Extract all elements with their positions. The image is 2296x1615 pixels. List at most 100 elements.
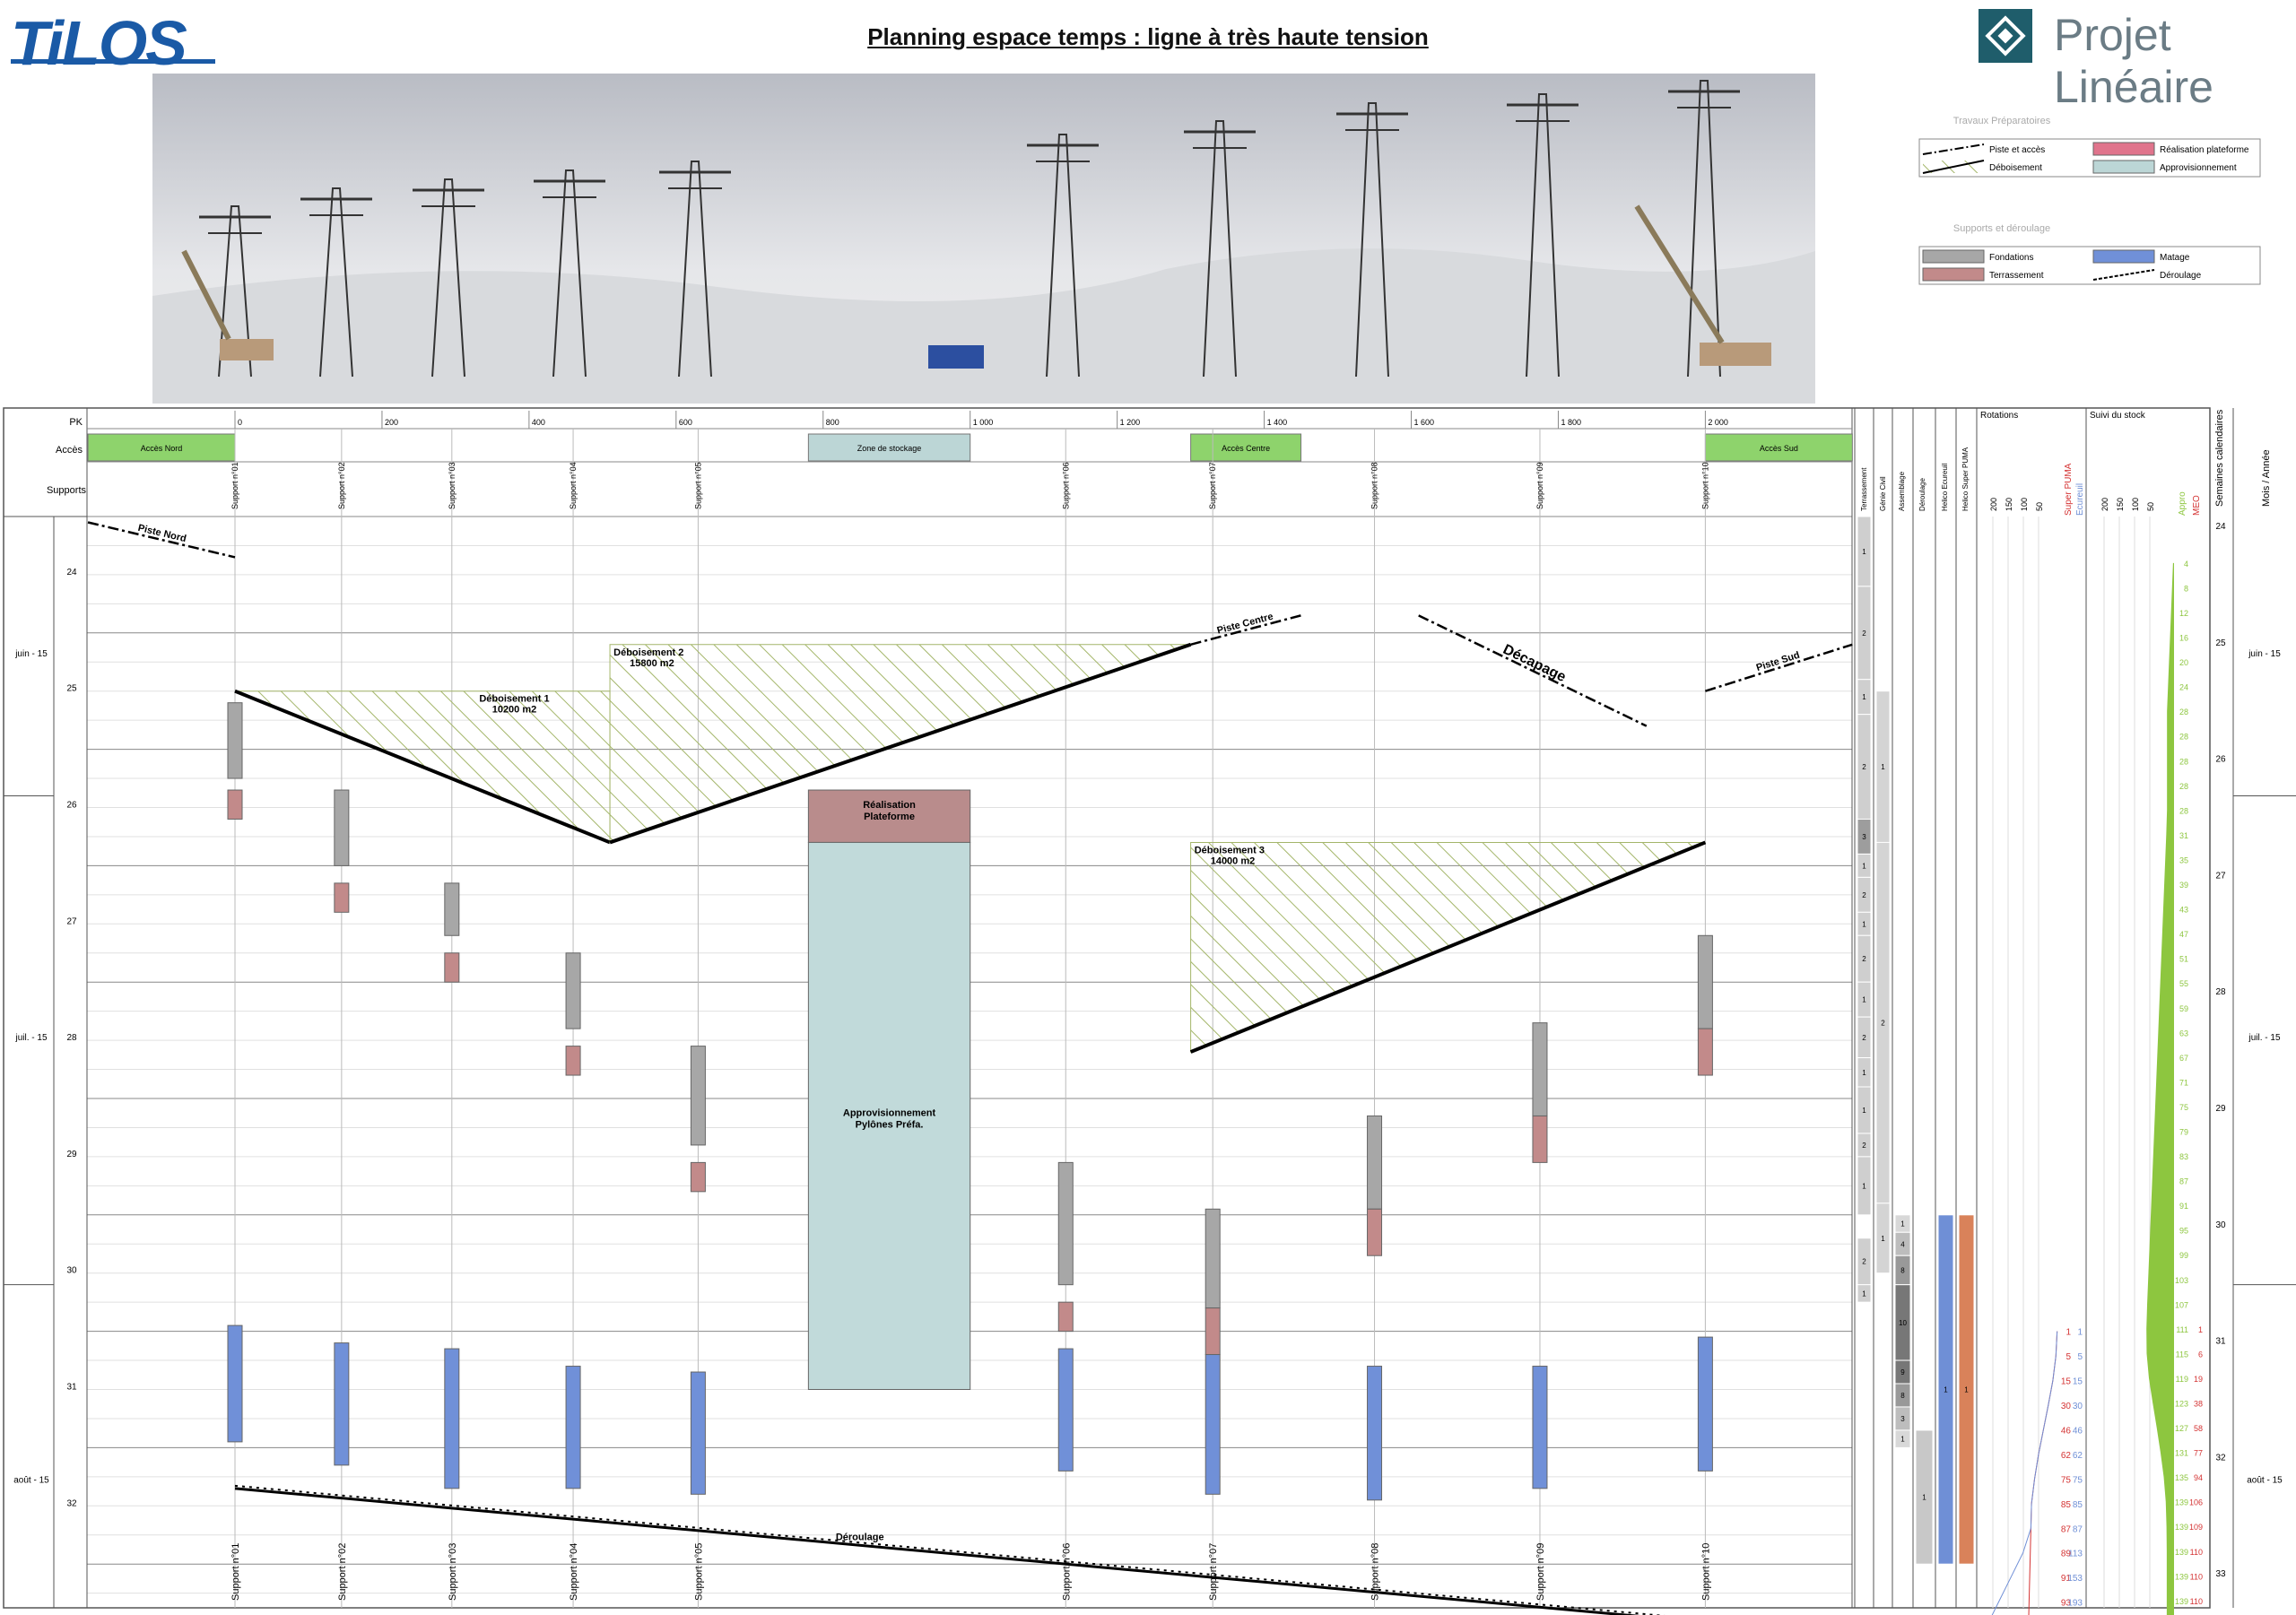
- pylon-leg-4: [552, 169, 587, 378]
- stock-appro-28: 95: [2179, 1227, 2188, 1236]
- pk-tick-label-0: 0: [238, 418, 242, 427]
- stock-tick-50: 50: [2146, 502, 2155, 511]
- legend-supports-matage-label: Matage: [2160, 253, 2190, 263]
- acces-zone-label-acces-nord: Accès Nord: [141, 444, 183, 453]
- week-label-right-27: 27: [2215, 871, 2226, 881]
- stock-appro-30: 103: [2175, 1276, 2188, 1285]
- support-footer-support-n-04: Support n°04: [569, 1543, 579, 1601]
- pylon-leg-10: [1687, 80, 1721, 378]
- pylon-leg-5: [678, 161, 712, 378]
- resource-col-header-assemblage: Assemblage: [1898, 471, 1906, 511]
- rotations-puma-8: 85: [2061, 1500, 2072, 1510]
- matage-bar-support-n-06: [1057, 1348, 1074, 1472]
- terrassement-value-15: 1: [1862, 1182, 1866, 1190]
- week-label-30: 30: [66, 1266, 77, 1276]
- terrassement-bar-support-n-09: [1532, 1115, 1548, 1163]
- assemblage-value-6: 8: [1900, 1392, 1905, 1400]
- pylon-leg-8: [1355, 102, 1389, 378]
- stock-area: [2146, 562, 2174, 1615]
- legend-travaux-piste-et-acces-label: Piste et accès: [1989, 145, 2045, 155]
- stock-meo-6: 77: [2194, 1449, 2203, 1458]
- pk-tick-label-1-200: 1 200: [1120, 418, 1141, 427]
- rotations-ecureuil-7: 75: [2073, 1475, 2083, 1485]
- crane-left-arm: [181, 249, 231, 341]
- piste-decapage: [1418, 614, 1648, 727]
- terrassement-bar-support-n-08: [1367, 1208, 1383, 1256]
- stock-appro-24: 79: [2179, 1127, 2188, 1136]
- stock-appro-12: 31: [2179, 831, 2188, 840]
- legend-supports-fondations-swatch: [1922, 249, 1985, 264]
- support-footer-support-n-05: Support n°05: [693, 1543, 704, 1601]
- stock-appro-6: 24: [2179, 683, 2188, 692]
- resource-col-header-deroulage: Déroulage: [1918, 478, 1926, 511]
- fondation-bar-support-n-08: [1367, 1115, 1383, 1210]
- frame: [3, 407, 2211, 1609]
- piste-label-piste-sud: Piste Sud: [1755, 650, 1801, 674]
- rotations-puma-3: 15: [2061, 1377, 2072, 1387]
- pylon-leg-6: [1046, 134, 1080, 378]
- legend-travaux-realisation-plateforme-label: Réalisation plateforme: [2160, 145, 2249, 155]
- pylon-leg-1: [218, 205, 252, 378]
- terrassement-value-10: 1: [1862, 996, 1866, 1004]
- supports-label: Supports: [47, 485, 87, 496]
- pk-tick-label-1-000: 1 000: [973, 418, 994, 427]
- assemblage-value-5: 9: [1900, 1368, 1905, 1376]
- stock-appro-42: 139: [2175, 1572, 2188, 1581]
- rotations-ecureuil-1: 1: [2077, 1328, 2083, 1338]
- stock-tick-150: 150: [2116, 498, 2125, 511]
- week-label-24: 24: [66, 568, 77, 577]
- pk-tick-label-800: 800: [826, 418, 839, 427]
- deroulage-block-1: [1915, 1429, 1934, 1565]
- legend-travaux-piste-et-acces-swatch: [1922, 143, 1985, 155]
- terrassement-value-9: 2: [1862, 955, 1866, 963]
- support-footer-support-n-07: Support n°07: [1208, 1543, 1219, 1601]
- fondation-bar-support-n-04: [565, 952, 581, 1029]
- month-label-juil-15: juil. - 15: [14, 1033, 47, 1043]
- legend-group1-title: Travaux Préparatoires: [1953, 116, 2051, 126]
- ecureuil-value-1: 1: [1944, 1386, 1948, 1394]
- rotations-title: Rotations: [1980, 411, 2018, 421]
- piste-piste-sud: [1705, 643, 1853, 692]
- stock-appro-14: 39: [2179, 881, 2188, 890]
- terrassement-bar-support-n-03: [444, 952, 460, 983]
- stock-legend-appro: Appro: [2178, 491, 2187, 516]
- terrassement-value-8: 1: [1862, 920, 1866, 928]
- rotations-puma-12: 93: [2061, 1599, 2072, 1609]
- support-footer-support-n-08: Support n°08: [1370, 1543, 1381, 1601]
- stock-appro-7: 28: [2179, 708, 2188, 716]
- week-label-right-25: 25: [2215, 638, 2226, 648]
- month-label-aout-15: août - 15: [13, 1475, 49, 1485]
- month-label-right-juin-15: juin - 15: [2248, 649, 2281, 659]
- rotations-tick-150: 150: [2005, 498, 2013, 511]
- matage-bar-support-n-10: [1697, 1336, 1713, 1472]
- projet-lineaire-logo: Projet Linéaire: [2054, 10, 2213, 112]
- fondation-bar-support-n-06: [1057, 1161, 1074, 1286]
- mois-header: Mois / Année: [2261, 449, 2272, 507]
- deboisement-label-1: Déboisement 1: [479, 694, 549, 705]
- support-footer-support-n-02: Support n°02: [337, 1543, 348, 1601]
- support-header-support-n-08: Support n°08: [1370, 462, 1379, 509]
- resource-col-header-terrassement: Terrassement: [1860, 467, 1868, 511]
- rotations-ecureuil-12: 193: [2067, 1599, 2083, 1609]
- rotations-legend-ecureuil: Ecureuil: [2075, 483, 2085, 516]
- legend-travaux-deboisement-label: Déboisement: [1989, 163, 2042, 173]
- week-label-right-31: 31: [2215, 1337, 2226, 1347]
- terrassement-bar-support-n-04: [565, 1046, 581, 1076]
- support-footer-support-n-03: Support n°03: [448, 1543, 458, 1601]
- terrassement-value-6: 1: [1862, 862, 1866, 870]
- pk-tick-label-2-000: 2 000: [1708, 418, 1728, 427]
- ecureuil-block-1: [1937, 1214, 1954, 1565]
- acces-zone-label-zone-de-stockage: Zone de stockage: [857, 444, 922, 453]
- rotations-ecureuil-10: 113: [2068, 1550, 2083, 1559]
- approvisionnement-bar: [807, 841, 971, 1390]
- piste-label-decapage: Décapage: [1500, 642, 1569, 685]
- assemblage-value-2: 4: [1900, 1240, 1905, 1248]
- tilos-logo-underline: [11, 59, 215, 64]
- matage-bar-support-n-05: [690, 1371, 706, 1495]
- stock-meo-9: 109: [2189, 1523, 2203, 1532]
- week-label-right-24: 24: [2215, 522, 2226, 532]
- crane-right-icon: [1700, 343, 1771, 366]
- stock-meo-1: 1: [2198, 1325, 2203, 1334]
